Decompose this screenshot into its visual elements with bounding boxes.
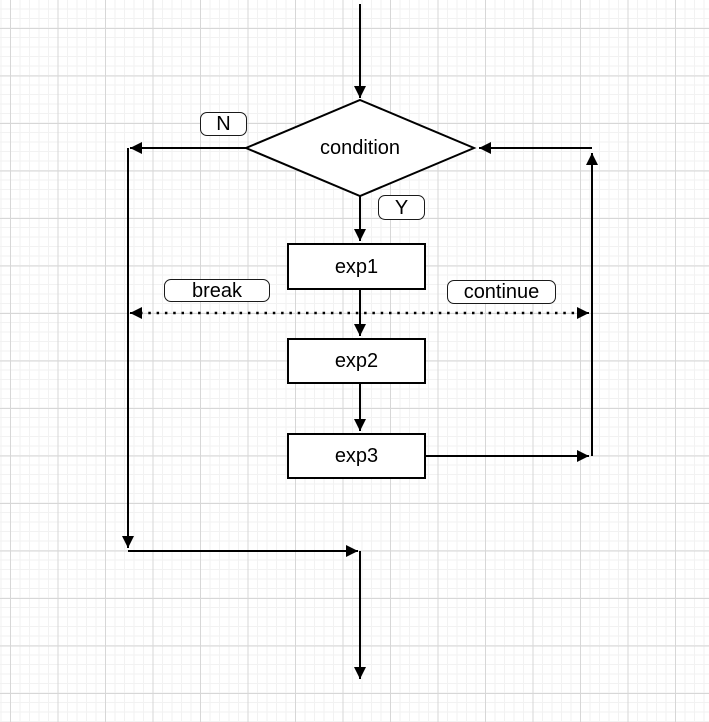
node-condition-label: condition	[319, 137, 401, 159]
node-exp3-label: exp3	[334, 445, 379, 467]
edge-label-continue-text: continue	[463, 281, 540, 303]
node-exp2-label: exp2	[334, 350, 379, 372]
node-exp1[interactable]: exp1	[287, 243, 426, 290]
edge-label-continue[interactable]: continue	[447, 280, 556, 304]
node-condition[interactable]: condition	[285, 134, 435, 162]
edge-label-no[interactable]: N	[200, 112, 247, 136]
node-exp2[interactable]: exp2	[287, 338, 426, 384]
condition-diamond[interactable]	[243, 98, 477, 198]
node-exp1-label: exp1	[334, 255, 379, 278]
edge-label-no-text: N	[216, 113, 231, 135]
edge-label-yes-text: Y	[394, 196, 409, 219]
edge-label-yes[interactable]: Y	[378, 195, 425, 220]
edge-label-break[interactable]: break	[164, 279, 270, 302]
edge-label-break-text: break	[191, 279, 243, 302]
node-exp3[interactable]: exp3	[287, 433, 426, 479]
